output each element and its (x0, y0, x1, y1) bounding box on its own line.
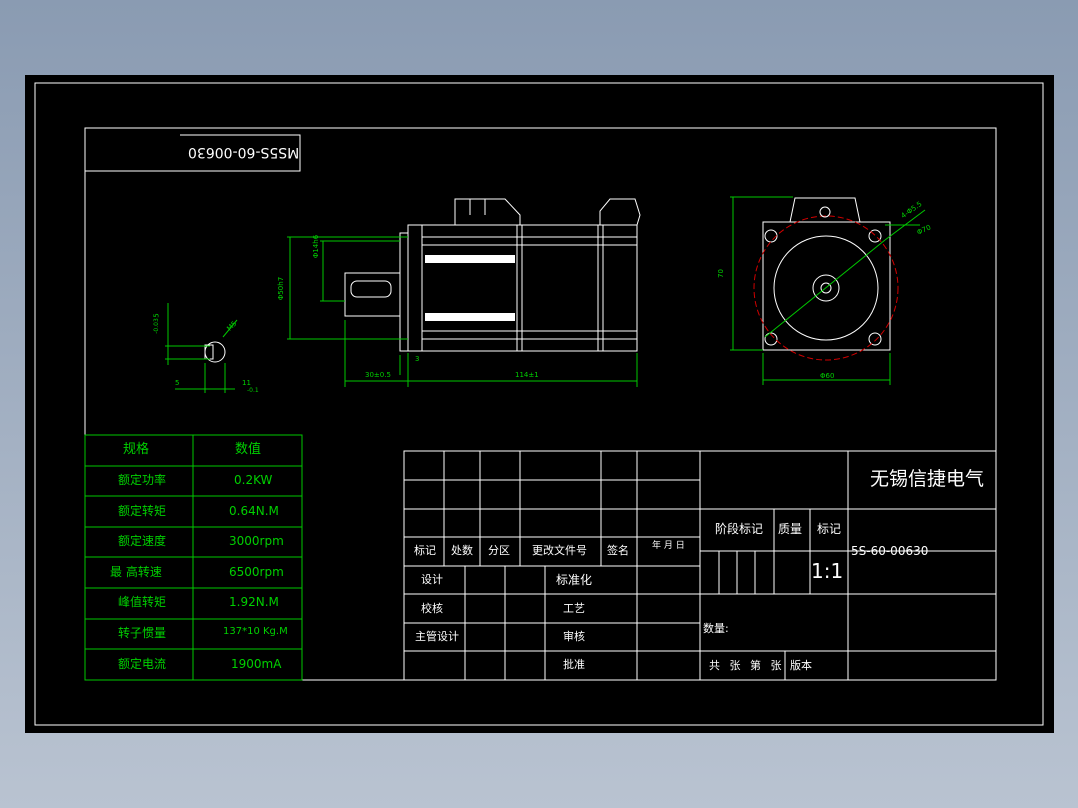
spec-value: 1900mA (231, 657, 282, 671)
scale-value: 1:1 (811, 559, 844, 583)
spec-param: 额定电流 (118, 657, 167, 671)
dim-shaft-ext: 30±0.5 (365, 371, 391, 379)
label-design: 设计 (421, 573, 443, 586)
spec-param: 额定功率 (118, 473, 167, 487)
spec-value: 1.92N.M (229, 595, 279, 609)
label-approve: 批准 (563, 658, 585, 671)
company-name: 无锡信捷电气 (870, 468, 985, 490)
label-zone: 分区 (488, 544, 510, 557)
dim-height: 70 (716, 269, 725, 278)
dim-key-w: 5 (175, 379, 180, 387)
spec-value: 137*10 Kg.M (223, 626, 288, 637)
dim-pilot: Φ50h7 (277, 276, 286, 301)
label-change-doc: 更改文件号 (532, 544, 587, 557)
dim-overall-length: 114±1 (515, 371, 539, 379)
spec-header-value: 数值 (235, 442, 262, 457)
label-sheet-total: 共 张 第 张 (709, 659, 782, 672)
dim-width: Φ60 (820, 372, 835, 380)
label-date: 年 月 日 (652, 541, 685, 551)
spec-value: 0.64N.M (229, 504, 279, 518)
label-standardize: 标准化 (556, 573, 593, 587)
label-stage: 阶段标记 (715, 522, 764, 536)
title-block-grid (403, 450, 997, 681)
label-mass: 质量 (778, 522, 803, 536)
spec-value: 6500rpm (229, 565, 284, 579)
label-process: 工艺 (563, 602, 585, 615)
spec-param: 最 高转速 (110, 565, 162, 579)
label-version: 版本 (790, 659, 812, 672)
label-review: 审核 (563, 630, 585, 643)
label-scale: 标记 (817, 522, 842, 536)
shaft-key-section (165, 303, 238, 393)
part-number-mirrored: MS5S-60-00630 (188, 144, 300, 160)
label-count: 处数 (451, 544, 473, 557)
label-quantity: 数量: (703, 622, 729, 635)
spec-param: 额定速度 (118, 534, 167, 548)
dim-shaft: Φ14h6 (312, 234, 321, 259)
label-chief-design: 主管设计 (415, 630, 459, 643)
spec-param: 额定转矩 (118, 504, 167, 518)
inner-frame (84, 127, 997, 681)
spec-table-grid (84, 434, 303, 681)
motor-side-view (287, 198, 641, 387)
part-number-tab (85, 134, 301, 172)
outer-frame (34, 82, 1044, 726)
dim-flange-gap: 3 (415, 355, 420, 363)
label-sign: 签名 (607, 544, 629, 557)
dim-key-tol: -0.1 (247, 387, 259, 394)
spec-param: 峰值转矩 (118, 595, 167, 609)
spec-param: 转子惯量 (118, 626, 167, 640)
label-check: 校核 (421, 602, 443, 615)
motor-front-view (730, 196, 926, 385)
drawing-number: 5S-60-00630 (851, 544, 929, 558)
spec-value: 0.2KW (234, 473, 273, 487)
dim-key-depth: 11 (242, 379, 251, 387)
label-mark: 标记 (414, 544, 436, 557)
drawing-sheet: MS5S-60-00630 规格 数值 额定功率 0.2KW 额定转矩 0.64… (25, 75, 1054, 733)
spec-value: 3000rpm (229, 534, 284, 548)
spec-header-param: 规格 (123, 442, 150, 457)
cad-drawing-canvas (34, 82, 1044, 726)
dim-key-h-tol: -0.03 (152, 318, 160, 334)
